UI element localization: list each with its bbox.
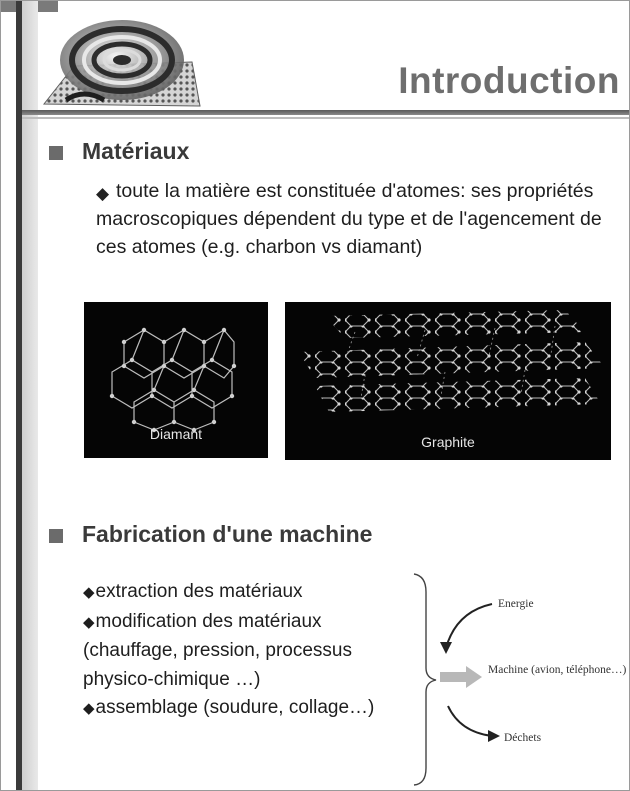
slide-title: Introduction <box>398 60 620 101</box>
right-brace-icon <box>413 573 437 786</box>
process-diagram: Energie Machine (avion, téléphone…) Déch… <box>436 590 630 760</box>
waste-label: Déchets <box>504 732 542 744</box>
diamond-bullet-icon: ◆ <box>83 700 95 717</box>
section-bullet-square-icon <box>49 146 63 160</box>
diamond-bullet-icon: ◆ <box>83 613 95 631</box>
section-heading-fabrication: Fabrication d'une machine <box>82 521 373 547</box>
diamond-structure-image: Diamant <box>84 302 268 458</box>
energy-label: Energie <box>498 598 534 610</box>
title-rule <box>22 110 630 115</box>
list-item: ◆extraction des matériaux <box>83 578 413 608</box>
materiaux-bullet-text: toute la matière est constituée d'atomes… <box>96 180 602 258</box>
title-rule-thin <box>22 117 630 119</box>
left-bar-dark <box>16 0 22 791</box>
machine-label: Machine (avion, téléphone…) <box>488 664 627 676</box>
section-bullet-square-icon <box>49 529 63 543</box>
fabrication-steps-list: ◆extraction des matériaux ◆modification … <box>83 578 413 724</box>
section-heading-materiaux: Matériaux <box>82 138 190 164</box>
diamond-caption: Diamant <box>149 426 203 442</box>
left-bar-light <box>22 0 38 791</box>
list-item-text: extraction des matériaux <box>95 581 303 602</box>
diamond-bullet-icon: ◆ <box>83 584 95 601</box>
process-arrows-graphic <box>440 603 500 742</box>
logo-image <box>42 20 201 107</box>
graphite-structure-image: Graphite <box>285 302 611 460</box>
graphite-caption: Graphite <box>421 434 475 450</box>
list-item: ◆assemblage (soudure, collage…) <box>83 694 413 724</box>
graphite-lattice-graphic <box>299 310 605 412</box>
diamond-lattice-graphic <box>109 327 237 433</box>
diamond-bullet-icon: ◆ <box>96 184 110 203</box>
list-item-text: modification des matériaux (chauffage, p… <box>83 610 352 690</box>
list-item-text: assemblage (soudure, collage…) <box>95 697 375 718</box>
list-item: ◆modification des matériaux (chauffage, … <box>83 608 413 695</box>
